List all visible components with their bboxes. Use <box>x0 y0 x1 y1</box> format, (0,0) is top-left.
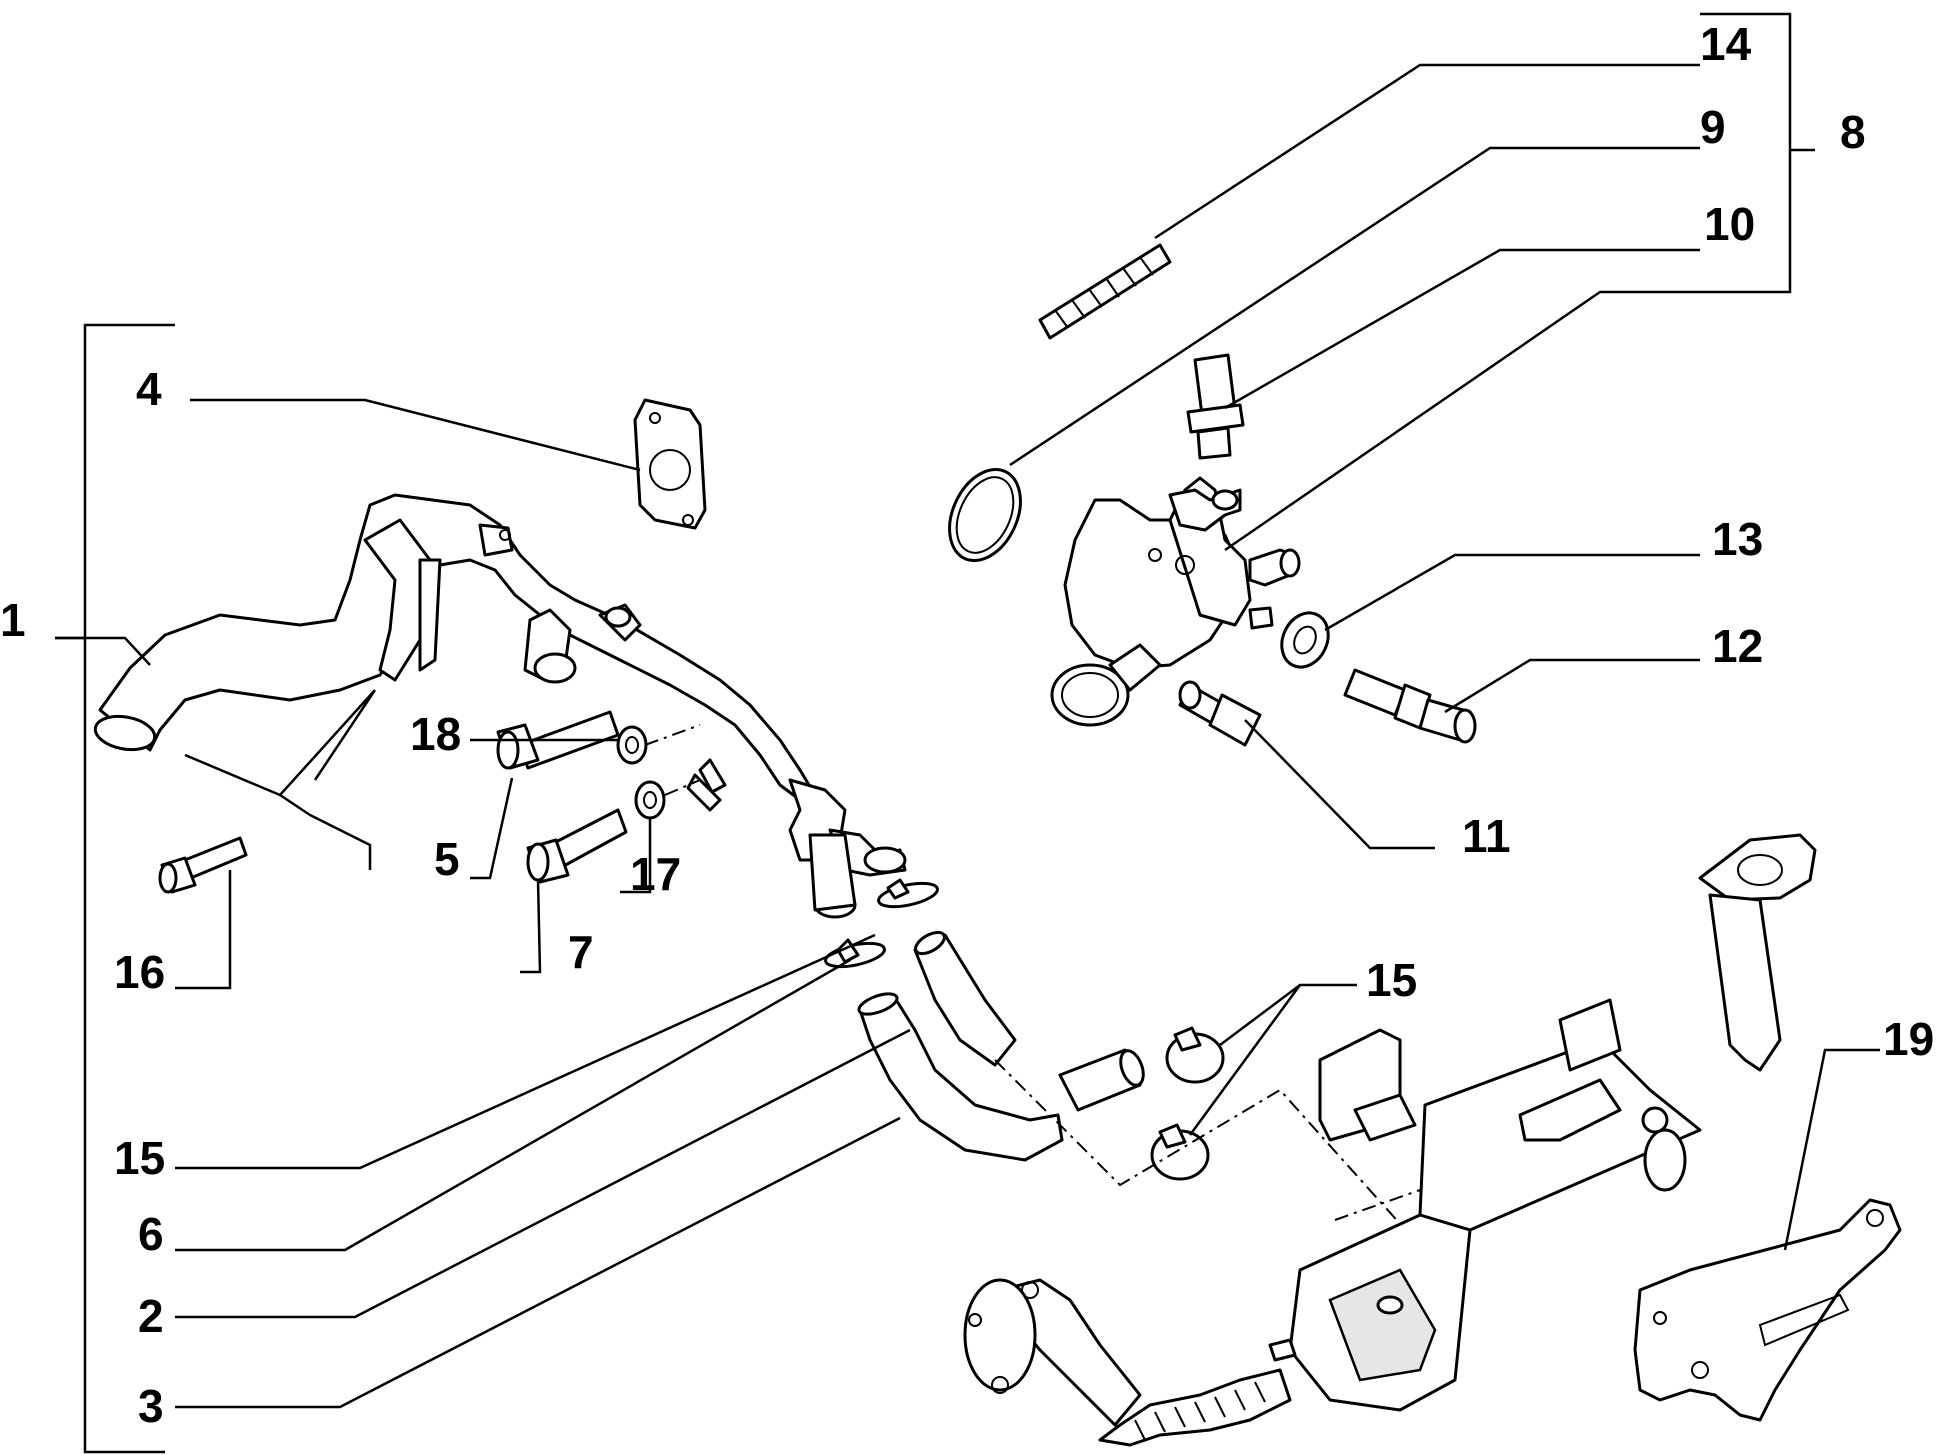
hose-clamp-part-15-upper <box>877 878 939 909</box>
o-ring-part-9 <box>948 467 1022 563</box>
callout-7: 7 <box>568 926 594 978</box>
hose-part-3 <box>1058 1048 1145 1112</box>
washer-part-18 <box>616 725 648 765</box>
callout-12: 12 <box>1712 620 1763 672</box>
callout-8: 8 <box>1840 106 1866 158</box>
assembly-dash-line-hoses <box>994 1059 1456 1286</box>
callout-10: 10 <box>1704 198 1755 250</box>
callout-11: 11 <box>1462 810 1511 862</box>
stud-part-14 <box>1038 243 1172 340</box>
callout-2: 2 <box>138 1290 164 1342</box>
callout-13: 13 <box>1712 513 1763 565</box>
hose-clamp-part-15-right-b <box>1150 1123 1210 1181</box>
gasket-part-4 <box>633 398 707 530</box>
group-bracket-8 <box>1700 12 1815 294</box>
hose-clamp-part-15-right-a <box>1165 1026 1225 1084</box>
callout-labels: 1 2 3 4 5 6 7 8 9 10 11 12 13 14 15 15 1… <box>0 18 1934 1432</box>
bolt-part-7 <box>526 808 628 884</box>
callout-19: 19 <box>1883 1013 1934 1065</box>
callout-6: 6 <box>138 1208 164 1260</box>
callout-1: 1 <box>0 594 26 646</box>
washer-part-17 <box>634 780 666 820</box>
egr-cooler-assembly <box>963 833 1817 1447</box>
hose-part-6 <box>913 930 1017 1067</box>
callout-5: 5 <box>434 833 460 885</box>
hose-fitting-part-12 <box>1343 668 1477 744</box>
assembly-dash-line-washers <box>644 724 701 796</box>
temperature-sensor-part-10 <box>1186 353 1245 460</box>
callout-18: 18 <box>410 708 461 760</box>
callout-14: 14 <box>1700 18 1752 70</box>
callout-9: 9 <box>1700 101 1726 153</box>
thermostat-housing-part-8 <box>1050 476 1301 727</box>
hose-clamp-part-15-lower <box>824 938 886 969</box>
callout-15-right: 15 <box>1366 954 1417 1006</box>
bolt-part-11 <box>1178 680 1262 747</box>
callout-4: 4 <box>136 363 162 415</box>
hose-part-2 <box>857 992 1064 1162</box>
bolt-part-16 <box>158 836 248 894</box>
callout-3: 3 <box>138 1380 164 1432</box>
callout-16: 16 <box>114 946 165 998</box>
leader-lines <box>55 63 1880 1409</box>
group-bracket-1 <box>55 323 175 1454</box>
bracket-part-19 <box>1633 1198 1902 1422</box>
callout-15-left: 15 <box>114 1132 165 1184</box>
washer-part-13 <box>1280 611 1330 669</box>
callout-17: 17 <box>630 848 681 900</box>
coolant-pipe-part-1 <box>93 493 907 919</box>
